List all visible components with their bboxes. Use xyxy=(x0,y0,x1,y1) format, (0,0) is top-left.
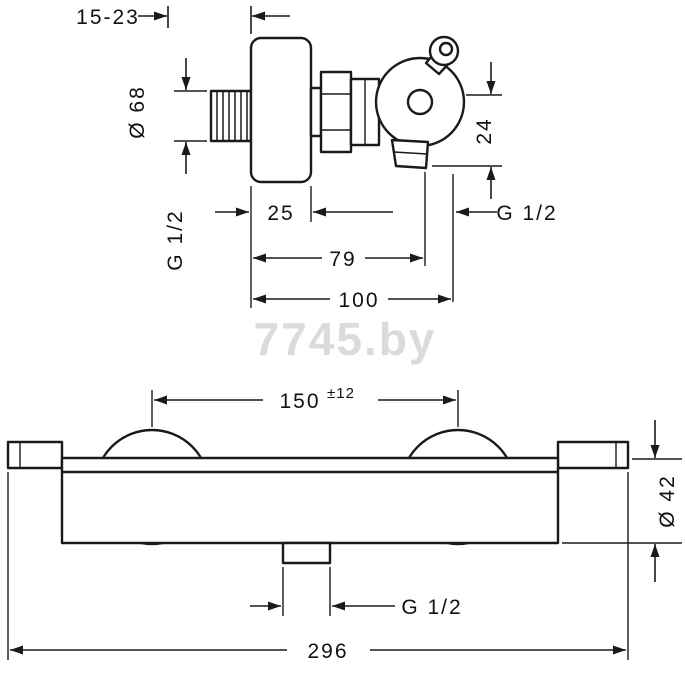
label-outlet-thread-top: G 1/2 xyxy=(496,202,557,225)
right-wall-sleeve xyxy=(556,440,630,470)
dim-depth-79: 79 xyxy=(253,172,426,271)
front-view: 150 ±12 Ø 42 G 1/2 296 xyxy=(6,385,682,663)
dim-escutcheon-diameter: Ø 68 xyxy=(126,58,207,174)
watermark-text: 7745.by xyxy=(254,313,437,365)
thread-hatch-lines xyxy=(216,91,248,141)
valve-outlet xyxy=(390,138,430,170)
label-inlet-thread: G 1/2 xyxy=(164,209,187,270)
dim-label-escutcheon-diameter: Ø 68 xyxy=(126,85,149,139)
dim-label-100: 100 xyxy=(338,289,379,312)
dim-depth-100: 100 xyxy=(253,289,451,312)
bottom-outlet xyxy=(281,541,332,565)
dim-label-tolerance: ±12 xyxy=(327,385,355,402)
wall-nipple xyxy=(209,89,253,143)
dim-inlet-spacing: 150 ±12 xyxy=(151,385,459,427)
outlet-thread-leader: G 1/2 xyxy=(452,174,557,302)
dim-wall-range: 15-23 xyxy=(76,6,290,34)
dim-label-body-diameter: Ø 42 xyxy=(656,474,679,528)
thermostat-knob xyxy=(374,35,466,148)
left-wall-sleeve xyxy=(6,440,64,470)
dim-label-25: 25 xyxy=(267,202,294,225)
escutcheon-plate xyxy=(249,36,313,184)
label-outlet-thread-front: G 1/2 xyxy=(401,596,462,619)
dim-label-296: 296 xyxy=(307,640,348,663)
dim-label-24: 24 xyxy=(473,117,496,144)
top-view: 15-23 Ø 68 G 1/2 25 G 1/2 xyxy=(76,6,557,312)
dim-bottom-outlet-thread: G 1/2 xyxy=(250,567,462,619)
dim-label-wall-range: 15-23 xyxy=(76,6,140,29)
connector-pipe xyxy=(309,86,323,138)
dim-offset-24: 24 xyxy=(432,62,502,199)
dim-total-width: 296 xyxy=(7,472,629,663)
knob-center-cap xyxy=(406,88,434,116)
valve-body xyxy=(349,77,381,147)
hex-union-nut xyxy=(319,70,353,154)
dim-body-diameter: Ø 42 xyxy=(562,420,682,582)
dim-depth-25: 25 xyxy=(215,186,393,308)
dim-label-150: 150 xyxy=(279,390,320,413)
mixer-bar-body xyxy=(60,456,560,545)
dim-label-79: 79 xyxy=(329,248,356,271)
